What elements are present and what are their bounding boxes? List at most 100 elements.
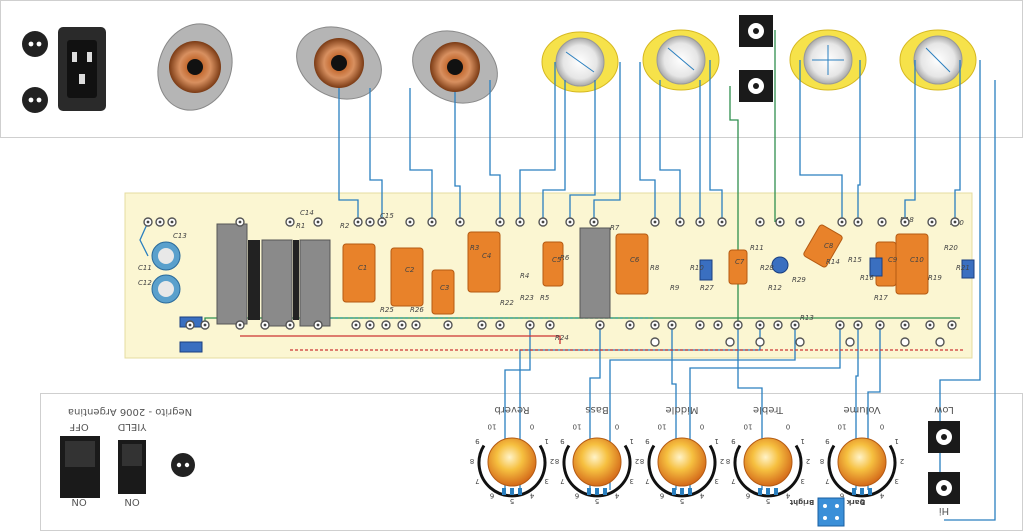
dial-number: 7 — [560, 477, 564, 485]
dial-number: 8 — [470, 457, 474, 465]
dial-number: 9 — [825, 437, 829, 445]
power-switch-top-label: OFF — [69, 421, 89, 432]
component-label: C2 — [405, 266, 415, 274]
component-label: R24 — [555, 334, 569, 342]
dial-number: 8 — [820, 457, 824, 465]
preamp-socket-4 — [899, 29, 977, 91]
component-label: R9 — [670, 284, 680, 292]
component-label: R28 — [760, 264, 774, 272]
dial-number: 4 — [785, 492, 790, 500]
dial-number: 3 — [714, 477, 718, 485]
dark-label: Dark — [846, 498, 865, 506]
component-label: R8 — [650, 264, 660, 272]
component-label: R23 — [520, 294, 534, 302]
component-label: R26 — [410, 306, 424, 314]
credit-text: Negrito - 2006 Argentina — [68, 406, 192, 417]
dial-number: 6 — [489, 492, 494, 500]
dial-number: 9 — [560, 437, 564, 445]
component-label: C6 — [630, 256, 640, 264]
dial-number: 10 — [573, 422, 582, 430]
dial-number: 4 — [614, 492, 619, 500]
component-label: R17 — [874, 294, 888, 302]
bright-label: Bright — [789, 498, 814, 506]
preamp-socket-2 — [642, 29, 720, 91]
dial-number: 8 — [640, 457, 644, 465]
dial-number: 8 — [555, 457, 559, 465]
dial-number: 5 — [595, 497, 599, 505]
dial-number: 0 — [700, 422, 704, 430]
component-label: R21 — [956, 264, 970, 272]
dial-number: 1 — [629, 437, 633, 445]
dial-number: 10 — [658, 422, 667, 430]
component-label: R3 — [470, 244, 479, 252]
component-label: R7 — [610, 224, 620, 232]
big-filter-caps — [216, 223, 611, 327]
dial-number: 3 — [800, 477, 804, 485]
dial-number: 2 — [900, 457, 904, 465]
power-switch[interactable]: OFF ON — [60, 421, 100, 507]
component-label: R2 — [340, 222, 350, 230]
standby-switch-bottom-label: ON — [124, 496, 139, 507]
component-label: R1 — [296, 222, 305, 230]
component-label: R10 — [690, 264, 704, 272]
dial-number: 1 — [544, 437, 548, 445]
dial-number: 4 — [529, 492, 534, 500]
hi-input-label: Hi — [939, 505, 949, 516]
dial-number: 2 — [635, 457, 639, 465]
component-label: C15 — [380, 212, 394, 220]
dial-number: 7 — [731, 477, 735, 485]
component-label: R14 — [826, 258, 840, 266]
dial-number: 7 — [645, 477, 649, 485]
dial-number: 4 — [879, 492, 884, 500]
component-label: C11 — [138, 264, 152, 272]
dial-number: 2 — [550, 457, 554, 465]
low-input-jack[interactable]: Low — [928, 404, 960, 453]
dial-number: 6 — [659, 492, 664, 500]
component-label: R22 — [500, 299, 514, 307]
dial-number: 5 — [860, 497, 864, 505]
component-label: R27 — [700, 284, 714, 292]
dial-number: 6 — [574, 492, 579, 500]
dial-number: 5 — [680, 497, 684, 505]
turret-lugs — [143, 217, 960, 347]
dial-number: 8 — [726, 457, 730, 465]
standby-switch[interactable]: YIELD ON — [117, 421, 147, 507]
component-label: R13 — [800, 314, 814, 322]
dial-number: 0 — [530, 422, 534, 430]
dial-number: 5 — [766, 497, 770, 505]
dial-number: 9 — [475, 437, 479, 445]
pilot-lamp — [171, 453, 195, 477]
dial-number: 10 — [488, 422, 497, 430]
knob-label: Middle — [665, 404, 698, 415]
dial-number: 6 — [839, 492, 844, 500]
knob-label: Volume — [843, 404, 880, 415]
component-label: R19 — [928, 274, 942, 282]
preamp-socket-3 — [789, 29, 867, 91]
bright-dark-switch[interactable]: Bright Dark — [789, 497, 865, 527]
dial-number: 1 — [800, 437, 804, 445]
component-label: C3 — [440, 284, 449, 292]
component-label: C7 — [735, 258, 745, 266]
dial-number: 1 — [714, 437, 718, 445]
power-switch-bottom-label: ON — [71, 496, 86, 507]
dial-number: 0 — [615, 422, 619, 430]
component-label: C14 — [300, 209, 314, 217]
hi-input-jack[interactable]: Hi — [928, 472, 960, 516]
dial-number: 0 — [786, 422, 790, 430]
tube-socket-power-1 — [296, 26, 382, 100]
dial-number: 9 — [731, 437, 735, 445]
dial-number: 10 — [744, 422, 753, 430]
component-label: C12 — [138, 279, 152, 287]
knob-label: Treble — [753, 404, 784, 415]
component-label: R16 — [860, 274, 874, 282]
dial-number: 6 — [745, 492, 750, 500]
component-label: R20 — [944, 244, 958, 252]
dial-number: 4 — [699, 492, 704, 500]
component-label: C10 — [910, 256, 924, 264]
